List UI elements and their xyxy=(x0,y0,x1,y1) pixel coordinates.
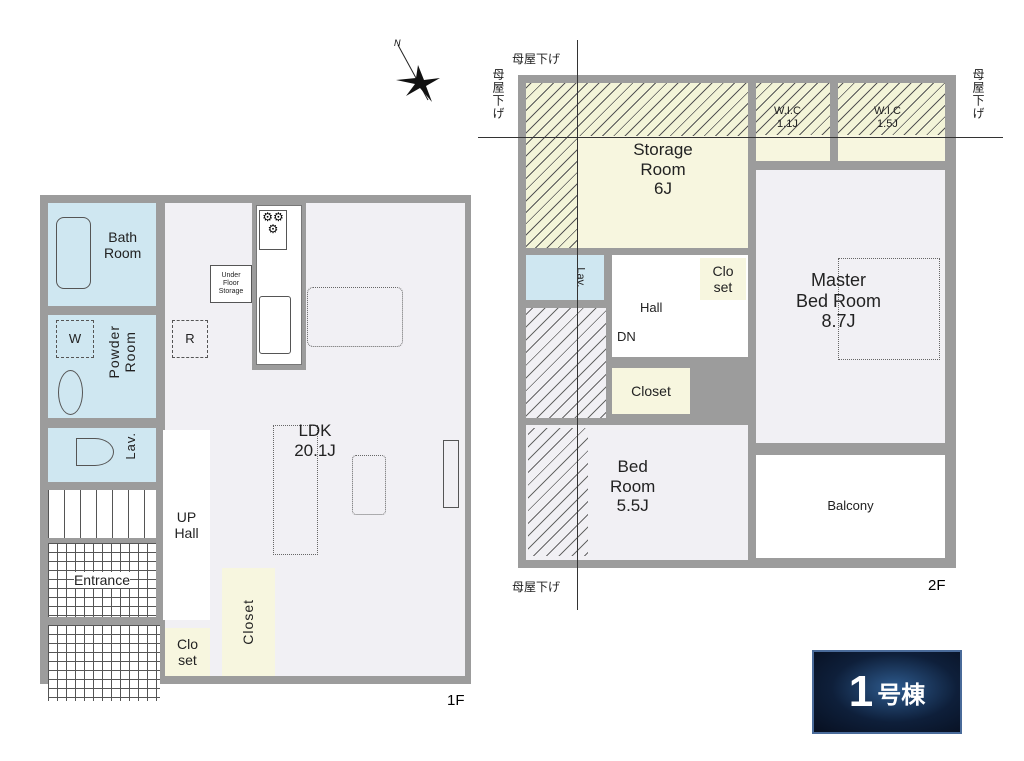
room-powder: W Powder Room xyxy=(48,315,156,418)
coffee-table xyxy=(352,455,386,515)
compass: N xyxy=(388,38,448,110)
tv-board xyxy=(443,440,459,508)
closet-1f: Closet xyxy=(222,568,275,676)
compass-north-label: N xyxy=(394,38,401,48)
stove-icon: ⚙⚙⚙ xyxy=(259,210,287,250)
stairs-1f xyxy=(48,490,156,538)
lav-2f-label: Lav. xyxy=(574,267,587,288)
powder-label: Powder Room xyxy=(106,325,139,379)
wic-1-label: W.I.C 1.1J xyxy=(774,105,801,130)
wic-1-hatch xyxy=(756,83,830,135)
room-lav-2f: Lav. xyxy=(526,255,604,300)
dining-table xyxy=(307,287,403,347)
entrance-label: Entrance xyxy=(73,571,131,589)
bath-label: Bath Room xyxy=(104,229,142,262)
room-hall-1f: UP Hall xyxy=(163,430,210,620)
building-badge: 1 号棟 xyxy=(812,650,962,734)
stairs-2f xyxy=(526,308,606,418)
floor1-label: 1F xyxy=(447,692,465,709)
under-floor-storage: Under Floor Storage xyxy=(210,265,252,303)
lav-label: Lav. xyxy=(123,432,138,460)
badge-number: 1 xyxy=(848,667,874,716)
stairs-down-label: DN xyxy=(617,329,636,344)
closet-small-1f: Clo set xyxy=(165,628,210,676)
sink-icon xyxy=(259,296,291,354)
balcony: Balcony xyxy=(756,455,945,558)
closet-2f: Closet xyxy=(612,368,690,414)
ldk-label: LDK 20.1J xyxy=(294,421,336,460)
compass-star-icon xyxy=(396,44,440,102)
room-entrance: Entrance xyxy=(48,543,156,617)
bed-label: Bed Room 5.5J xyxy=(610,457,656,516)
roof-note-top: 母屋下げ xyxy=(512,52,561,66)
badge-suffix: 号棟 xyxy=(877,680,926,709)
bed-hatched-area xyxy=(528,428,588,556)
entrance-porch xyxy=(48,625,160,701)
room-storage: Storage Room 6J xyxy=(578,136,748,248)
roof-note-bottom: 母屋下げ xyxy=(512,580,561,594)
roof-line-vertical xyxy=(577,40,578,610)
double-bed xyxy=(838,258,940,360)
roof-line-horizontal xyxy=(478,137,1003,138)
bathtub xyxy=(56,217,91,289)
wic-2-hatch xyxy=(838,83,945,135)
hall-label: UP Hall xyxy=(174,508,199,541)
roof-note-left: 母屋下げ xyxy=(491,68,505,120)
master-bed-label: Master Bed Room 8.7J xyxy=(796,270,882,332)
wic-2-label: W.I.C 1.5J xyxy=(874,105,901,130)
sofa xyxy=(273,425,318,555)
hall-2f-label: Hall xyxy=(640,300,663,315)
room-wic-1: W.I.C 1.1J xyxy=(756,83,830,161)
room-lav-1f: Lav. xyxy=(48,428,156,482)
floor2-label: 2F xyxy=(928,577,946,594)
washbasin xyxy=(58,370,83,415)
washer-space: W xyxy=(56,320,94,358)
room-bath: Bath Room xyxy=(48,203,156,306)
room-bed: Bed Room 5.5J xyxy=(526,425,748,560)
refrigerator-space: R xyxy=(172,320,208,358)
closet-label: Closet xyxy=(240,599,257,645)
kitchen-counter-top xyxy=(256,205,302,365)
closet-small-2f: Clo set xyxy=(700,258,746,300)
roof-note-right: 母屋下げ xyxy=(971,68,985,120)
room-master-bed: Master Bed Room 8.7J xyxy=(756,170,945,443)
toilet-icon xyxy=(76,438,114,466)
room-wic-2: W.I.C 1.5J xyxy=(838,83,945,161)
